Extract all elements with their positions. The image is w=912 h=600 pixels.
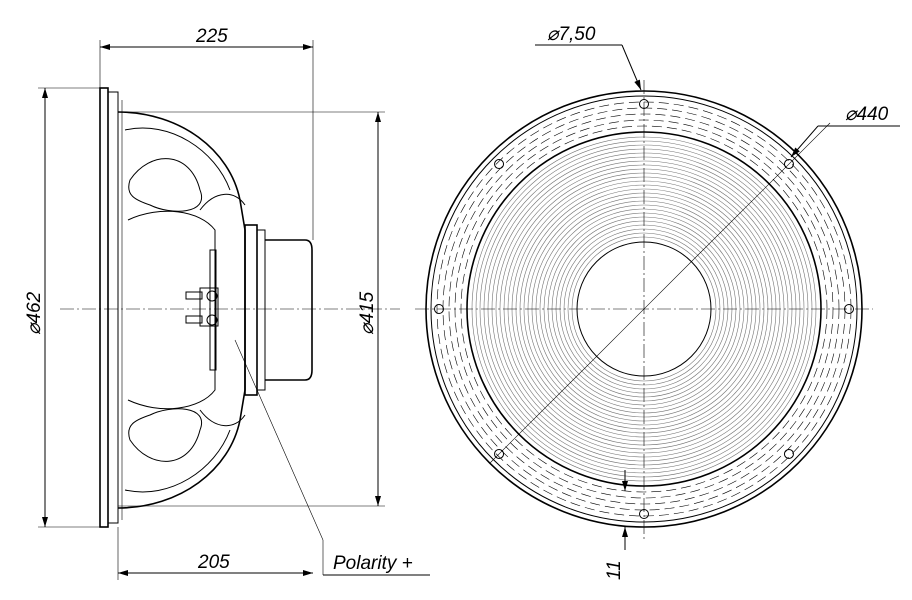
mounting-hole [494,159,505,170]
side-view: Polarity + 225 ⌀462 ⌀415 205 [24,26,430,580]
magnet [265,239,313,381]
polarity-leader [234,339,324,541]
mounting-hole [783,448,794,459]
mounting-hole [783,159,794,170]
terminals [185,287,219,327]
dim-flange-thickness: 11 [604,560,625,580]
dim-bolt-circle: ⌀440 [845,104,889,125]
polarity-label: Polarity + [333,553,413,574]
dim-cutout-diameter: ⌀415 [357,291,378,335]
dim-overall-depth: 225 [195,26,228,47]
top-plate [244,224,258,396]
dim-outer-diameter: ⌀462 [24,291,45,335]
front-view: ⌀7,50 ⌀440 11 [415,24,900,580]
frame-flange [99,87,109,528]
mounting-hole [494,448,505,459]
dim-hole-diameter: ⌀7,50 [547,24,596,45]
dim-mounting-depth: 205 [197,552,230,573]
